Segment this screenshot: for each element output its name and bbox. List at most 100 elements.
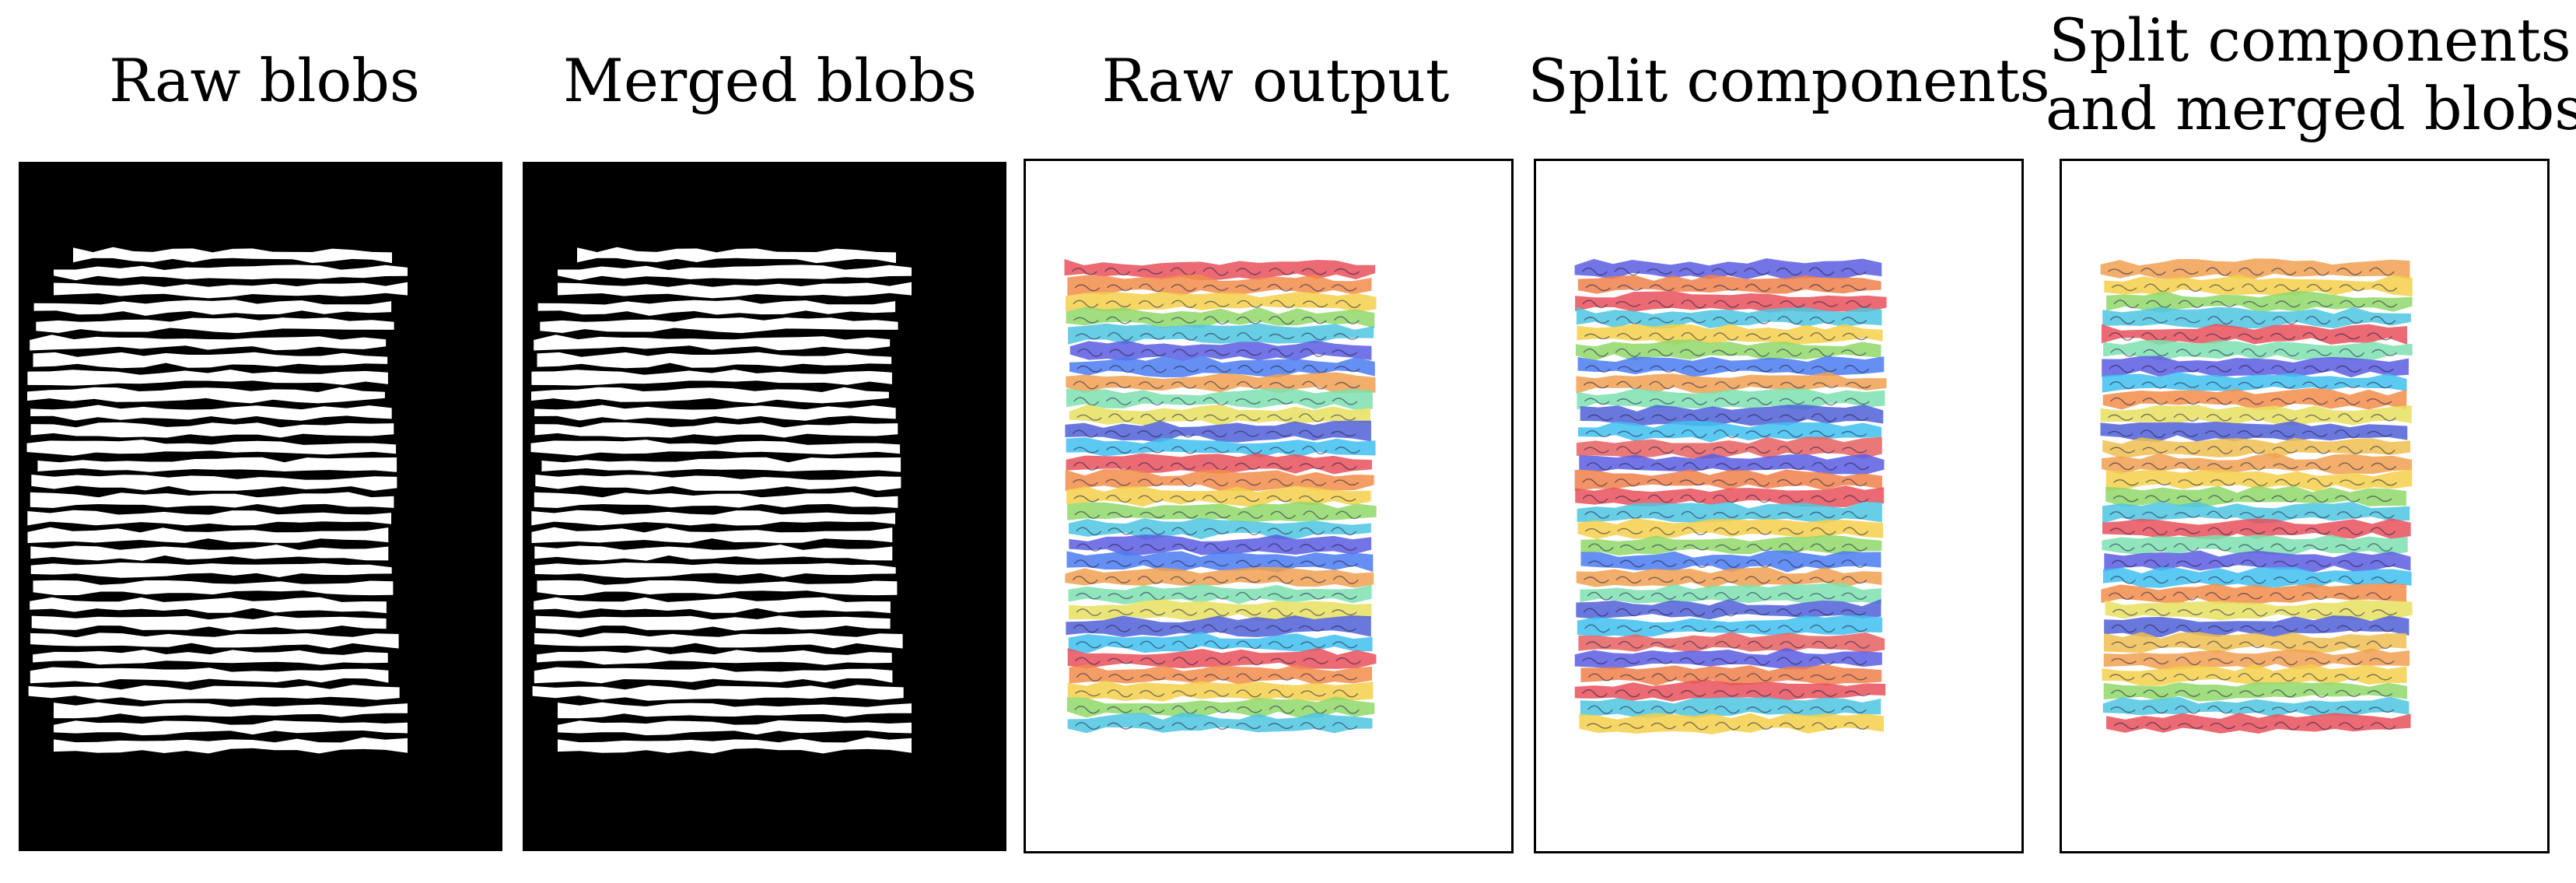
script-stroke [1267,283,1293,292]
script-stroke [1747,640,1773,649]
script-stroke [1139,511,1166,519]
text-line-component [1064,258,1376,281]
text-line-blob [30,545,389,561]
script-stroke [1617,366,1643,373]
script-stroke [1812,382,1839,388]
script-stroke [1203,414,1230,421]
script-stroke [1076,414,1102,421]
script-stroke [2370,722,2396,730]
script-stroke [1138,381,1164,389]
script-stroke [1614,478,1640,487]
script-stroke [1269,447,1295,454]
script-stroke [2113,479,2139,486]
text-line-blob [27,527,389,543]
script-stroke [2238,672,2264,682]
text-line-component [1066,291,1377,313]
script-stroke [2141,673,2167,682]
script-stroke [2207,640,2233,649]
script-stroke [1619,544,1646,551]
script-stroke [1170,625,1195,632]
text-line-component [2102,372,2407,393]
script-stroke [1236,640,1262,650]
script-stroke [2207,510,2233,520]
text-line-blob [558,737,912,754]
script-stroke [2141,543,2167,552]
title-split-merged: Split components and merged blobs [2046,6,2576,143]
script-stroke [1171,640,1198,650]
script-stroke [1649,284,1675,292]
script-stroke [1071,268,1097,275]
script-stroke [1810,543,1836,552]
script-stroke [1647,478,1673,486]
script-stroke [1202,267,1229,276]
script-stroke [1584,528,1611,534]
text-line-component [2103,648,2410,670]
script-stroke [1714,366,1740,373]
script-stroke [1203,560,1229,567]
script-stroke [1139,722,1165,730]
script-stroke [2144,559,2170,568]
text-line-blob [534,597,891,614]
script-stroke [2303,267,2329,276]
script-stroke [2371,462,2397,471]
script-stroke [2146,300,2172,308]
script-stroke [2270,543,2296,552]
script-stroke [2108,414,2133,421]
script-stroke [1171,317,1197,324]
script-stroke [2208,559,2235,568]
script-stroke [2368,267,2395,276]
script-stroke [2371,479,2397,486]
script-stroke [1105,625,1131,632]
script-stroke [1077,348,1103,357]
script-stroke [2336,268,2362,275]
text-line-blob [534,545,893,561]
script-stroke [2109,364,2135,373]
script-stroke [1075,690,1101,697]
script-stroke [1108,609,1134,615]
script-stroke [1108,641,1134,648]
script-stroke [1683,413,1710,422]
script-stroke [1108,544,1134,552]
text-line-blob [54,702,408,719]
script-stroke [1303,510,1329,520]
text-line-blob [33,650,388,665]
script-stroke [2144,283,2170,293]
text-line-component [1065,420,1371,443]
script-stroke [1619,723,1644,729]
script-stroke [2271,706,2298,713]
script-stroke [2241,348,2267,357]
script-stroke [1268,641,1294,649]
script-stroke [1810,674,1836,681]
text-line-blob [33,300,392,316]
script-stroke [1842,510,1867,519]
script-stroke [2273,349,2300,357]
script-stroke [1715,413,1741,422]
text-line-component [1577,274,1881,294]
script-stroke [1331,430,1356,437]
script-stroke [1073,447,1099,454]
script-stroke [2270,365,2297,373]
script-stroke [1679,349,1706,356]
script-stroke [2173,673,2200,682]
script-stroke [1105,316,1132,324]
script-stroke [1713,527,1740,535]
text-line-blob [36,317,394,334]
script-stroke [2335,689,2361,698]
script-stroke [2272,414,2298,422]
script-stroke [1809,478,1835,487]
script-stroke [2239,446,2266,454]
script-stroke [1301,445,1328,455]
script-stroke [2366,398,2392,405]
script-stroke [2111,624,2137,633]
text-line-blob [531,527,893,543]
script-stroke [1616,510,1643,520]
script-stroke [2141,381,2168,389]
script-stroke [1680,317,1706,324]
script-stroke [2334,674,2360,681]
script-stroke [2238,267,2264,276]
script-stroke [2337,559,2364,568]
script-stroke [1648,332,1675,341]
script-stroke [2239,706,2265,713]
script-stroke [1619,559,1646,568]
script-stroke [2204,430,2231,437]
